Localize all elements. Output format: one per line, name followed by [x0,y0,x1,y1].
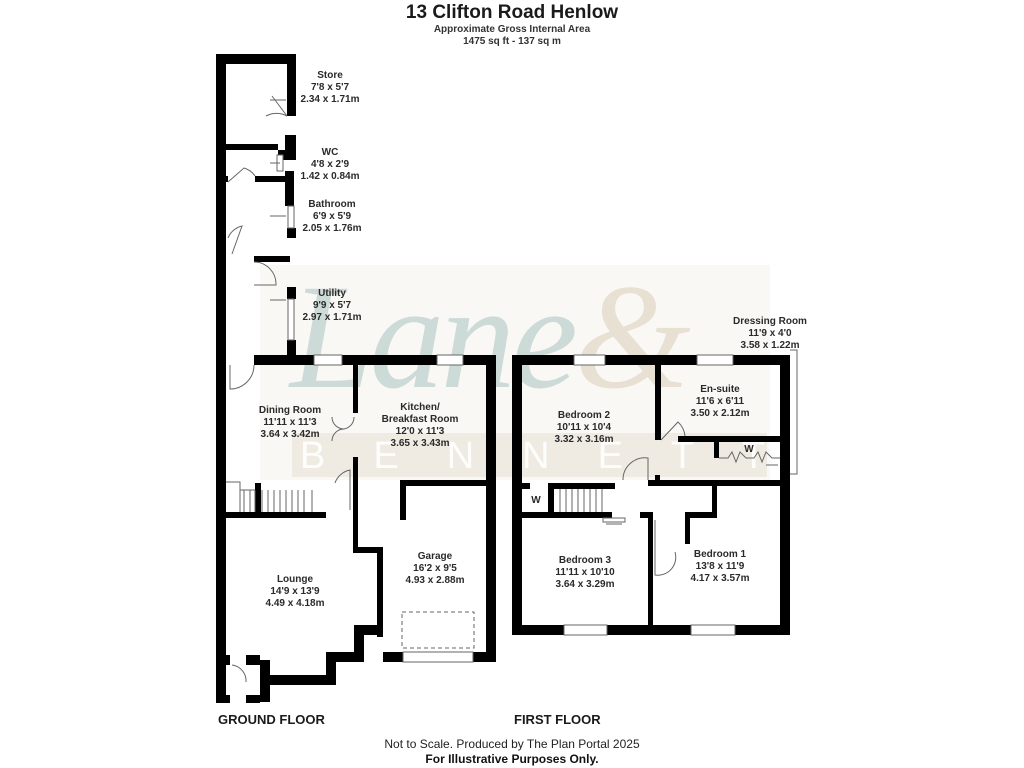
room-label-en-suite: En-suite 11'6 x 6'11 3.50 x 2.12m [691,384,750,420]
room-name: Garage [417,551,453,562]
room-name: Store [317,70,343,81]
room-size-imperial: 14'9 x 13'9 [270,586,320,597]
room-name: Lounge [276,574,314,585]
first-floor-details [559,349,798,636]
room-size-metric: 4.17 x 3.57m [690,573,750,584]
first-floor-walls [512,355,790,635]
room-name: Bathroom [308,199,356,210]
watermark-band-text: BENNETTS [300,435,887,477]
room-name: En-suite [700,384,740,395]
room-label-lounge: Lounge 14'9 x 13'9 4.49 x 4.18m [266,574,325,610]
wardrobe-label-landing: W [531,495,540,507]
room-size-metric: 3.32 x 3.16m [554,434,614,445]
area-caption: Approximate Gross Internal Area [433,24,591,35]
room-size-metric: 3.64 x 3.29m [555,579,615,590]
room-size-imperial: 16'2 x 9'5 [413,563,457,574]
room-size-imperial: 7'8 x 5'7 [310,82,350,93]
wardrobe-label-text: W [531,495,541,506]
room-label-dining-room: Dining Room 11'11 x 11'3 3.64 x 3.42m [259,405,321,441]
room-label-bedroom-2: Bedroom 2 10'11 x 10'4 3.32 x 3.16m [555,410,614,446]
room-size-metric: 1.42 x 0.84m [300,171,360,182]
room-label-garage: Garage 16'2 x 9'5 4.93 x 2.88m [406,551,465,587]
room-name: Utility [318,288,346,299]
ground-floor-details [226,95,475,683]
room-size-metric: 3.50 x 2.12m [690,408,750,419]
room-size-metric: 2.34 x 1.71m [300,94,360,105]
footer-disclaimer: For Illustrative Purposes Only. [425,752,599,766]
room-size-imperial: 13'8 x 11'9 [695,561,745,572]
room-label-dressing-room: Dressing Room 11'9 x 4'0 3.58 x 1.22m [733,316,807,352]
room-size-metric: 4.93 x 2.88m [405,575,465,586]
floor-label-ground: GROUND FLOOR [218,712,325,727]
room-label-bedroom-3: Bedroom 3 11'11 x 10'10 3.64 x 3.29m [555,555,614,591]
room-size-imperial: 10'11 x 10'4 [556,422,612,433]
area-value: 1475 sq ft - 137 sq m [463,36,561,47]
room-label-store: Store 7'8 x 5'7 2.34 x 1.71m [301,70,360,106]
room-name: Dining Room [258,405,322,416]
room-size-metric: 4.49 x 4.18m [265,598,325,609]
room-size-metric: 2.05 x 1.76m [302,223,362,234]
room-size-metric: 3.65 x 3.43m [390,438,450,449]
room-size-imperial: 11'11 x 10'10 [555,567,615,578]
watermark-script-text: Lane [290,254,578,420]
room-size-metric: 3.58 x 1.22m [740,340,800,351]
room-label-wc: WC 4'8 x 2'9 1.42 x 0.84m [301,147,360,183]
room-name: WC [321,147,339,158]
watermark-ampersand: & [574,254,691,420]
room-label-utility: Utility 9'9 x 5'7 2.97 x 1.71m [303,288,362,324]
wardrobe-label-text: W [744,444,754,455]
wardrobe-label-ensuite: W [744,444,753,456]
room-size-metric: 3.64 x 3.42m [260,429,320,440]
watermark-logo: Lane& [290,262,691,412]
room-name: Bedroom 2 [557,410,611,421]
room-size-imperial: 6'9 x 5'9 [312,211,352,222]
floor-label-first: FIRST FLOOR [514,712,601,727]
room-label-bedroom-1: Bedroom 1 13'8 x 11'9 4.17 x 3.57m [691,549,750,585]
room-size-imperial: 12'0 x 11'3 [395,426,445,437]
room-name-line2: Breakfast Room [381,414,459,425]
room-size-imperial: 4'8 x 2'9 [310,159,350,170]
room-size-imperial: 11'6 x 6'11 [695,396,745,407]
footer-note: Not to Scale. Produced by The Plan Porta… [384,737,640,751]
ground-floor-walls [216,54,496,703]
room-label-kitchen: Kitchen/ Breakfast Room 12'0 x 11'3 3.65… [382,402,459,450]
room-name: Bedroom 1 [693,549,747,560]
room-label-bathroom: Bathroom 6'9 x 5'9 2.05 x 1.76m [303,199,362,235]
room-size-imperial: 11'9 x 4'0 [748,328,792,339]
room-size-imperial: 11'11 x 11'3 [263,417,317,428]
room-name: Bedroom 3 [558,555,612,566]
room-name: Dressing Room [733,316,807,327]
room-size-imperial: 9'9 x 5'7 [312,300,352,311]
plan-title: 13 Clifton Road Henlow [405,2,619,23]
room-name: Kitchen/ [400,402,440,413]
room-size-metric: 2.97 x 1.71m [302,312,362,323]
